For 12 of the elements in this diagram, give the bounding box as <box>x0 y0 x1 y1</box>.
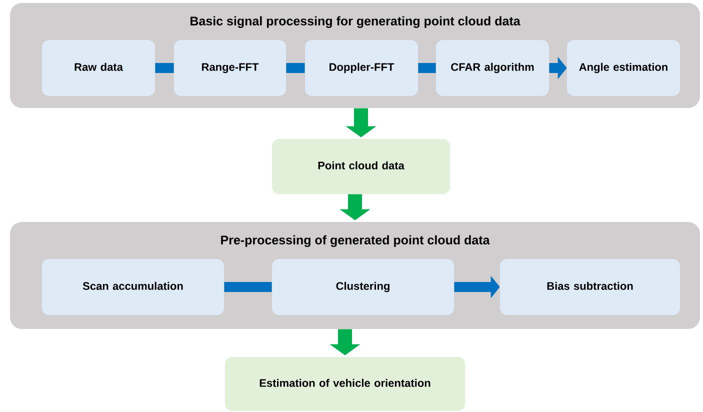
panel-title: Basic signal processing for generating point cloud data <box>190 16 520 28</box>
process-box: Raw data <box>42 40 155 96</box>
process-box: Clustering <box>272 259 454 315</box>
process-box: Scan accumulation <box>42 259 224 315</box>
panel-title: Pre-processing of generated point cloud data <box>221 235 490 247</box>
process-box: Bias subtraction <box>500 259 680 315</box>
process-box: CFAR algorithm <box>436 40 549 96</box>
process-box: Point cloud data <box>272 139 450 194</box>
process-box: Doppler-FFT <box>305 40 418 96</box>
process-box: Range-FFT <box>174 40 286 96</box>
process-box: Estimation of vehicle orientation <box>225 357 465 411</box>
process-box: Angle estimation <box>567 40 680 96</box>
